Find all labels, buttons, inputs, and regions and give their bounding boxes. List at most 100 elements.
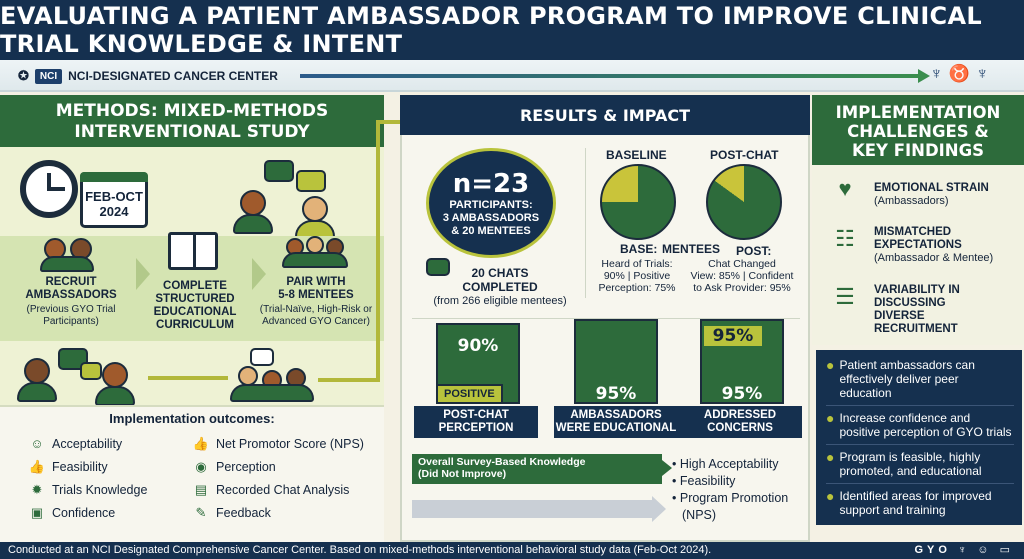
footer-icons: GYO ♆ ☺ ▭: [914, 542, 1014, 559]
detail-line: Chat Changed: [708, 258, 776, 270]
book-icon: [168, 232, 218, 270]
bar-value: 95%: [595, 384, 637, 404]
reproductive-icon: ♆: [975, 64, 989, 83]
bar-label-line: WERE EDUCATIONAL: [555, 422, 677, 434]
challenge-text: MISMATCHED EXPECTATIONS (Ambassador & Me…: [874, 226, 993, 265]
implementation-header: IMPLEMENTATION CHALLENGES & KEY FINDINGS: [812, 95, 1024, 165]
person-icon: [102, 362, 128, 388]
person-icon: [238, 366, 258, 386]
divider: [585, 148, 586, 298]
person-body-icon: [233, 214, 273, 234]
finding-text: Identified areas for improved support an…: [839, 489, 992, 517]
ovary-icon: ♉: [948, 64, 970, 83]
banner-arrow-head: [918, 69, 930, 83]
base-label: BASE:: [620, 242, 658, 256]
postchat-label: POST-CHAT: [710, 148, 779, 162]
knowledge-baseline-bar: [412, 500, 652, 518]
outcome-item: ☺Acceptability: [28, 436, 122, 452]
key-findings: ●Patient ambassadors can effectively del…: [816, 350, 1022, 525]
bar-label-line: CONCERNS: [707, 422, 773, 434]
step-detail: (Trial-Naïve, High-Risk or Advanced GYO …: [259, 304, 373, 327]
step-title: COMPLETE: [163, 280, 227, 292]
smiley-icon: ☺: [30, 436, 44, 451]
participants-line: PARTICIPANTS:: [449, 199, 533, 211]
list-item: • Program Promotion: [672, 491, 789, 505]
grey-arrow: [652, 496, 666, 522]
bullet-icon: ●: [826, 488, 835, 504]
bar-ambassadors-educational: [574, 318, 658, 404]
list-item: • Feasibility: [672, 474, 736, 488]
thumbs-up-icon: 👍: [28, 459, 46, 474]
flow-connector: [318, 378, 378, 382]
baseline-pie: [600, 164, 676, 240]
lightbulb-icon: ✹: [31, 482, 43, 497]
person-icon: [302, 196, 328, 222]
knowledge-line: (Did Not Improve): [418, 468, 507, 480]
challenge-mismatched-expectations: ☷ MISMATCHED EXPECTATIONS (Ambassador & …: [826, 226, 1022, 265]
challenge-variability: ☰ VARIABILITY IN DISCUSSING DIVERSE RECR…: [826, 284, 1022, 336]
person-body-icon: [95, 386, 135, 406]
step-title: RECRUIT: [45, 276, 97, 288]
outcome-label: Confidence: [52, 506, 116, 520]
list-item-text: (NPS): [682, 508, 717, 522]
people-chat-icon: ☷: [835, 226, 855, 251]
list-item-text: High Acceptability: [679, 457, 779, 471]
bar-label: AMBASSADORS WERE EDUCATIONAL: [554, 406, 678, 438]
flow-connector: [148, 376, 228, 380]
bar-label-line: AMBASSADORS: [570, 409, 662, 421]
chats-detail: (from 266 eligible mentees): [433, 295, 567, 307]
finding-text: Program is feasible, highly promoted, an…: [839, 450, 982, 478]
bar-label: ADDRESSED CONCERNS: [678, 406, 802, 438]
outcomes-panel: [0, 405, 384, 542]
heart-hands-icon: ♥: [838, 176, 852, 201]
finding-text: Patient ambassadors can effectively deli…: [839, 358, 975, 400]
chats-line: 20 CHATS: [471, 266, 529, 280]
hhs-icon: ✪: [18, 68, 29, 83]
bar-label: POST-CHAT PERCEPTION: [414, 406, 538, 438]
outcome-label: Net Promotor Score (NPS): [216, 437, 364, 451]
chat-bubble-icon: [250, 348, 274, 366]
participants-line: 3 AMBASSADORS: [442, 212, 540, 224]
list-item-text: Feasibility: [679, 474, 736, 488]
doctor-icon: ☺: [977, 544, 993, 556]
outcome-label: Trials Knowledge: [52, 483, 148, 497]
implementation-panel: [812, 165, 1024, 345]
bullet-icon: ●: [826, 357, 835, 373]
challenge-title: MISMATCHED: [874, 226, 952, 238]
calendar-line2: 2024: [99, 204, 129, 219]
step-pair: PAIR WITH 5-8 MENTEES (Trial-Naïve, High…: [252, 276, 380, 328]
challenge-detail: (Ambassador & Mentee): [874, 252, 994, 264]
finding-item: ●Patient ambassadors can effectively del…: [826, 358, 1014, 406]
chat-bubble-icon: [80, 362, 102, 380]
gyo-logo: GYO: [914, 544, 951, 556]
outcome-item: ◉Perception: [192, 459, 275, 475]
center-label: NCI-DESIGNATED CANCER CENTER: [68, 69, 278, 83]
banner-arrow-line: [300, 74, 920, 78]
step-title: AMBASSADORS: [25, 289, 117, 301]
methods-header-line2: INTERVENTIONAL STUDY: [74, 122, 310, 142]
outcome-item: 👍Feasibility: [28, 459, 108, 475]
footer-text: Conducted at an NCI Designated Comprehen…: [8, 544, 712, 556]
knowledge-line: Overall Survey-Based Knowledge: [418, 456, 586, 468]
outcome-label: Recorded Chat Analysis: [216, 483, 350, 497]
methods-header-line1: METHODS: MIXED-METHODS: [55, 101, 329, 121]
knowledge-bar: Overall Survey-Based Knowledge (Did Not …: [412, 454, 662, 484]
implementation-header-line: CHALLENGES &: [847, 122, 989, 141]
calendar-line1: FEB-OCT: [85, 189, 143, 204]
chat-bubble-icon: [426, 258, 450, 276]
step-recruit: RECRUIT AMBASSADORS (Previous GYO Trial …: [6, 276, 136, 328]
positive-tag: POSITIVE: [436, 384, 503, 404]
person-body-icon: [230, 384, 314, 402]
person-icon: [240, 190, 266, 216]
outcome-item: ✎Feedback: [192, 505, 271, 521]
bullet-icon: ●: [826, 449, 835, 465]
calendar-icon: FEB-OCT 2024: [80, 172, 148, 228]
document-icon: ✎: [195, 505, 207, 520]
people-group-icon: ☰: [835, 284, 855, 309]
postchat-detail: Chat Changed View: 85% | Confident to As…: [682, 258, 802, 294]
challenge-text: VARIABILITY IN DISCUSSING DIVERSE RECRUI…: [874, 284, 960, 336]
outcomes-title: Implementation outcomes:: [109, 411, 275, 426]
detail-line: Heard of Trials:: [601, 258, 673, 270]
implementation-header-line: IMPLEMENTATION: [835, 103, 1001, 122]
step-title: CURRICULUM: [156, 319, 234, 331]
